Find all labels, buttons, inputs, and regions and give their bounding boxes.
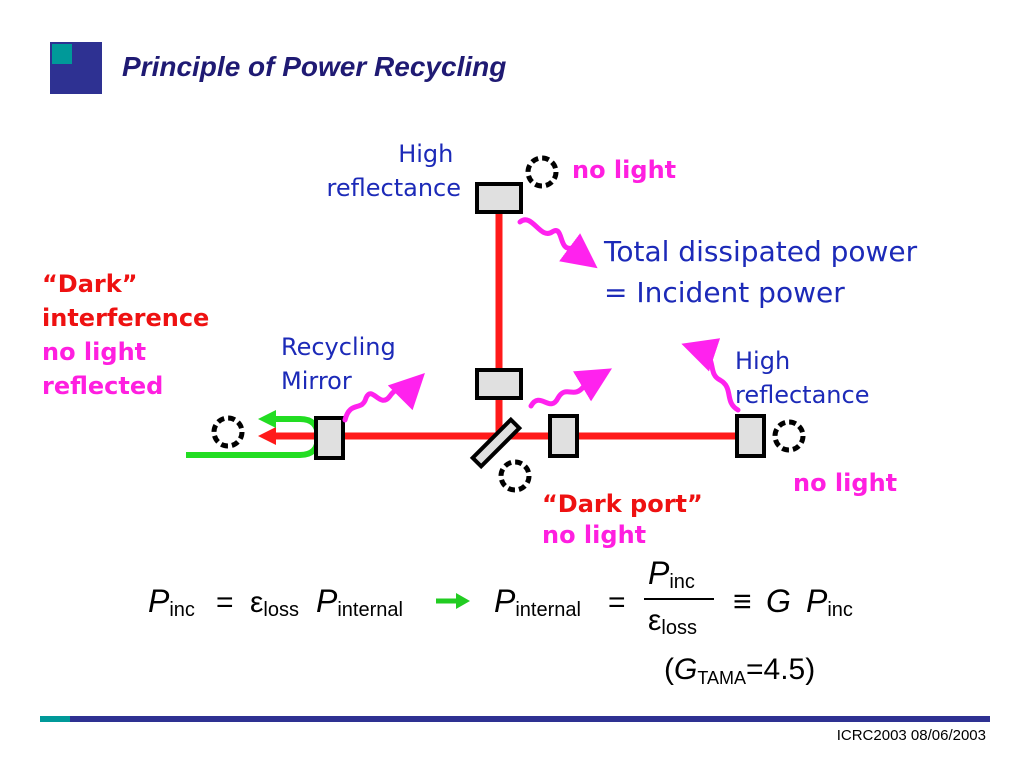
eq-g: G bbox=[766, 583, 791, 619]
eq-internal2: internal bbox=[515, 599, 581, 621]
eq-tama-open: ( bbox=[664, 653, 674, 686]
no-light-reflected-line2: reflected bbox=[42, 372, 163, 400]
recycling-mirror-label-line2: Mirror bbox=[281, 367, 352, 395]
dark-port-detector bbox=[498, 459, 532, 493]
recycling-equation: Pinc = εloss Pinternal Pinternal = Pinc … bbox=[148, 555, 853, 688]
svg-text:High reflectance: High reflectance bbox=[735, 347, 869, 409]
svg-text:High reflectance: High reflectance bbox=[327, 140, 461, 202]
eq-p3: P bbox=[494, 583, 516, 619]
eq-epsilon1: ε bbox=[250, 586, 263, 619]
dissipated-power-line1: Total dissipated power bbox=[603, 235, 918, 268]
top-end-mirror bbox=[475, 182, 523, 214]
no-light-right-label: no light bbox=[793, 469, 897, 497]
svg-text:Pinc: Pinc bbox=[648, 555, 695, 593]
eq-loss1: loss bbox=[263, 599, 299, 621]
right-detector bbox=[772, 419, 806, 453]
beam-splitter bbox=[469, 416, 523, 470]
eq-inc3: inc bbox=[827, 599, 853, 621]
svg-text:“Dark” interference: “Dark” interference bbox=[42, 270, 209, 332]
svg-text:εloss: εloss bbox=[648, 604, 697, 639]
eq-p5: P bbox=[806, 583, 828, 619]
eq-equals2: = bbox=[608, 586, 626, 619]
recycling-mirror bbox=[314, 416, 345, 460]
eq-inc2: inc bbox=[669, 571, 695, 593]
svg-text:Pinc: Pinc bbox=[806, 583, 853, 621]
svg-text:εloss: εloss bbox=[250, 586, 299, 621]
wave-right bbox=[681, 338, 741, 413]
dark-interference-line1: “Dark” bbox=[42, 270, 137, 298]
mirrors bbox=[314, 182, 766, 470]
slide-title: Principle of Power Recycling bbox=[122, 51, 507, 82]
detectors bbox=[211, 155, 806, 493]
loss-waves bbox=[342, 217, 741, 423]
implies-arrowhead bbox=[456, 593, 470, 609]
top-detector bbox=[525, 155, 559, 189]
svg-text:no light reflected: no light reflected bbox=[42, 338, 163, 400]
right-end-mirror bbox=[735, 414, 766, 458]
eq-tama-sub: TAMA bbox=[697, 668, 746, 688]
eq-inc1: inc bbox=[169, 599, 195, 621]
eq-identical: ≡ bbox=[733, 583, 752, 619]
top-mirror-label-line2: reflectance bbox=[327, 174, 461, 202]
dark-port-label: “Dark port” bbox=[542, 490, 703, 518]
dark-port-no-light: no light bbox=[542, 521, 646, 549]
eq-p1: P bbox=[148, 583, 170, 619]
svg-text:(GTAMA=4.5): (GTAMA=4.5) bbox=[664, 653, 815, 688]
right-mirror-label-line1: High bbox=[735, 347, 790, 375]
footer-rule bbox=[70, 716, 990, 722]
dissipated-power-line2: = Incident power bbox=[604, 276, 845, 309]
no-light-reflected-line1: no light bbox=[42, 338, 146, 366]
eq-internal1: internal bbox=[337, 599, 403, 621]
eq-p2: P bbox=[316, 583, 338, 619]
recycling-mirror-label-line1: Recycling bbox=[281, 333, 396, 361]
eq-loss2: loss bbox=[661, 617, 697, 639]
no-light-top-label: no light bbox=[572, 156, 676, 184]
svg-text:Recycling Mirror: Recycling Mirror bbox=[281, 333, 403, 395]
eq-epsilon2: ε bbox=[648, 604, 661, 637]
input-beam-arrowhead bbox=[258, 410, 276, 428]
footer-rule-accent bbox=[40, 716, 70, 722]
eq-tama-g: G bbox=[674, 653, 697, 686]
top-mirror-label-line1: High bbox=[398, 140, 453, 168]
svg-text:Pinc: Pinc bbox=[148, 583, 195, 621]
left-detector bbox=[211, 415, 245, 449]
wave-recycling bbox=[342, 373, 425, 423]
wave-top bbox=[517, 217, 598, 269]
vertical-arm-mirror bbox=[475, 368, 523, 400]
eq-equals1: = bbox=[216, 586, 234, 619]
title-decoration-accent bbox=[52, 44, 72, 64]
svg-text:Pinternal: Pinternal bbox=[494, 583, 581, 621]
right-mirror-label-line2: reflectance bbox=[735, 381, 869, 409]
footer-text: ICRC2003 08/06/2003 bbox=[836, 727, 986, 744]
reflected-beam-arrowhead bbox=[258, 427, 276, 445]
eq-p4: P bbox=[648, 555, 670, 591]
dark-interference-line2: interference bbox=[42, 304, 209, 332]
svg-text:Total dissipated power = I: Total dissipated power = Incident power bbox=[603, 235, 926, 309]
horizontal-arm-mirror bbox=[548, 414, 579, 458]
wave-center bbox=[528, 368, 613, 409]
svg-text:Pinternal: Pinternal bbox=[316, 583, 403, 621]
eq-tama-value: =4.5) bbox=[746, 653, 815, 686]
